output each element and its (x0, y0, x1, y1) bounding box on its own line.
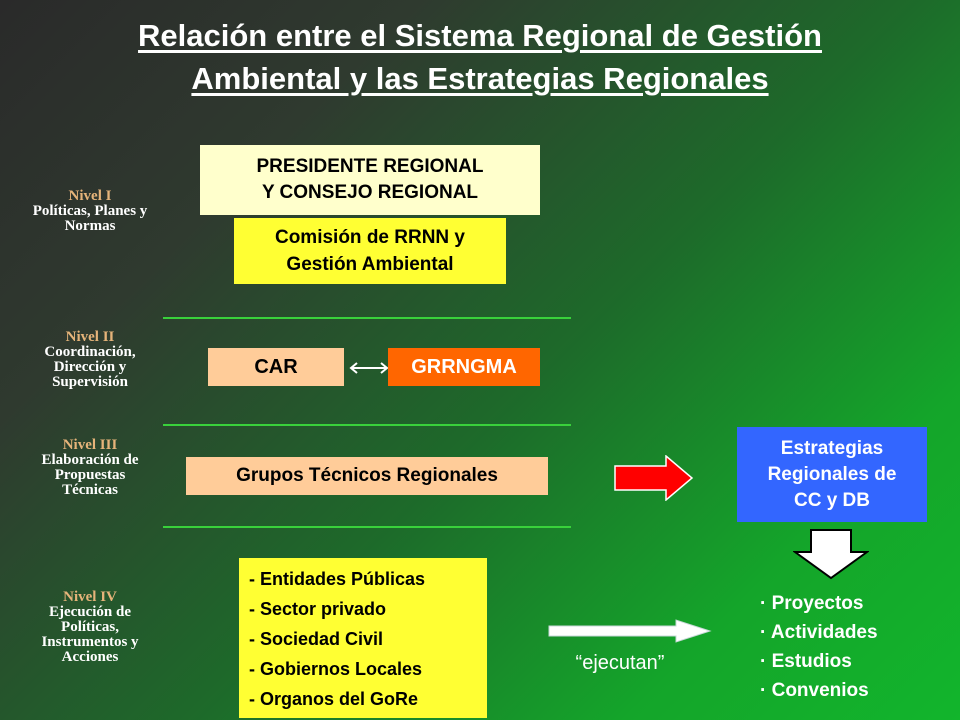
level-2-desc-line: Coordinación, (44, 344, 136, 360)
estrategias-line-3: CC y DB (793, 489, 870, 511)
level-4-label: Nivel IV Ejecución de Políticas, Instrum… (5, 590, 175, 665)
output-item: · Proyectos (760, 593, 864, 614)
level-3-title: Nivel III (62, 437, 118, 453)
level-3-label: Nivel III Elaboración de Propuestas Técn… (5, 438, 175, 498)
separator-line-1 (163, 317, 571, 319)
estrategias-line-1: Estrategias (780, 437, 884, 459)
presidente-line-1: PRESIDENTE REGIONAL (256, 156, 484, 177)
outputs-list: · Proyectos · Actividades · Estudios · C… (760, 589, 878, 705)
comision-line-2: Gestión Ambiental (286, 254, 454, 275)
level-2-desc-line: Dirección y (53, 359, 127, 375)
grrngma-label: GRRNGMA (411, 355, 517, 378)
separator-line-2 (163, 424, 571, 426)
grrngma-box: GRRNGMA (388, 348, 540, 386)
red-right-arrow-icon (614, 455, 694, 501)
level-2-label: Nivel II Coordinación, Dirección y Super… (5, 330, 175, 390)
actor-item: - Sector privado (249, 599, 387, 619)
grupos-label: Grupos Técnicos Regionales (236, 465, 498, 486)
level-3-desc-line: Propuestas (54, 467, 126, 483)
title-line-2: Ambiental y las Estrategias Regionales (191, 61, 769, 96)
actor-item: - Sociedad Civil (249, 629, 384, 649)
car-label: CAR (254, 355, 298, 378)
level-4-desc-line: Acciones (61, 649, 119, 665)
estrategias-box: Estrategias Regionales de CC y DB (737, 427, 927, 522)
level-4-desc-line: Ejecución de (48, 604, 132, 620)
output-item: · Estudios (760, 651, 852, 672)
title-line-1: Relación entre el Sistema Regional de Ge… (138, 18, 822, 53)
level-2-title: Nivel II (65, 329, 115, 345)
presidente-line-2: Y CONSEJO REGIONAL (261, 182, 479, 203)
grupos-tecnicos-box: Grupos Técnicos Regionales (186, 457, 548, 495)
level-1-desc-line: Políticas, Planes y (32, 203, 148, 219)
double-arrow-icon (349, 362, 389, 374)
white-down-arrow-icon (793, 529, 869, 580)
output-item: · Actividades (760, 622, 878, 643)
level-2-desc-line: Supervisión (52, 374, 128, 390)
separator-line-3 (163, 526, 571, 528)
actor-item: - Organos del GoRe (249, 689, 419, 709)
output-item: · Convenios (760, 680, 869, 701)
white-right-arrow-icon (548, 619, 712, 643)
level-1-title: Nivel I (68, 188, 112, 204)
ejecutan-label: “ejecutan” (575, 652, 665, 674)
actors-box: - Entidades Públicas - Sector privado - … (239, 558, 487, 718)
slide-title: Relación entre el Sistema Regional de Ge… (0, 14, 960, 100)
actor-item: - Entidades Públicas (249, 569, 426, 589)
comision-box: Comisión de RRNN y Gestión Ambiental (234, 218, 506, 284)
level-1-label: Nivel I Políticas, Planes y Normas (5, 189, 175, 234)
car-box: CAR (208, 348, 344, 386)
level-3-desc-line: Elaboración de (41, 452, 139, 468)
level-4-title: Nivel IV (63, 589, 117, 605)
presidente-regional-box: PRESIDENTE REGIONAL Y CONSEJO REGIONAL (200, 145, 540, 215)
estrategias-line-2: Regionales de (767, 463, 897, 485)
level-4-desc-line: Instrumentos y (41, 634, 139, 650)
comision-line-1: Comisión de RRNN y (274, 227, 466, 248)
level-1-desc-line: Normas (64, 218, 116, 234)
actor-item: - Gobiernos Locales (249, 659, 423, 679)
level-4-desc-line: Políticas, (61, 619, 119, 635)
level-3-desc-line: Técnicas (62, 482, 118, 498)
